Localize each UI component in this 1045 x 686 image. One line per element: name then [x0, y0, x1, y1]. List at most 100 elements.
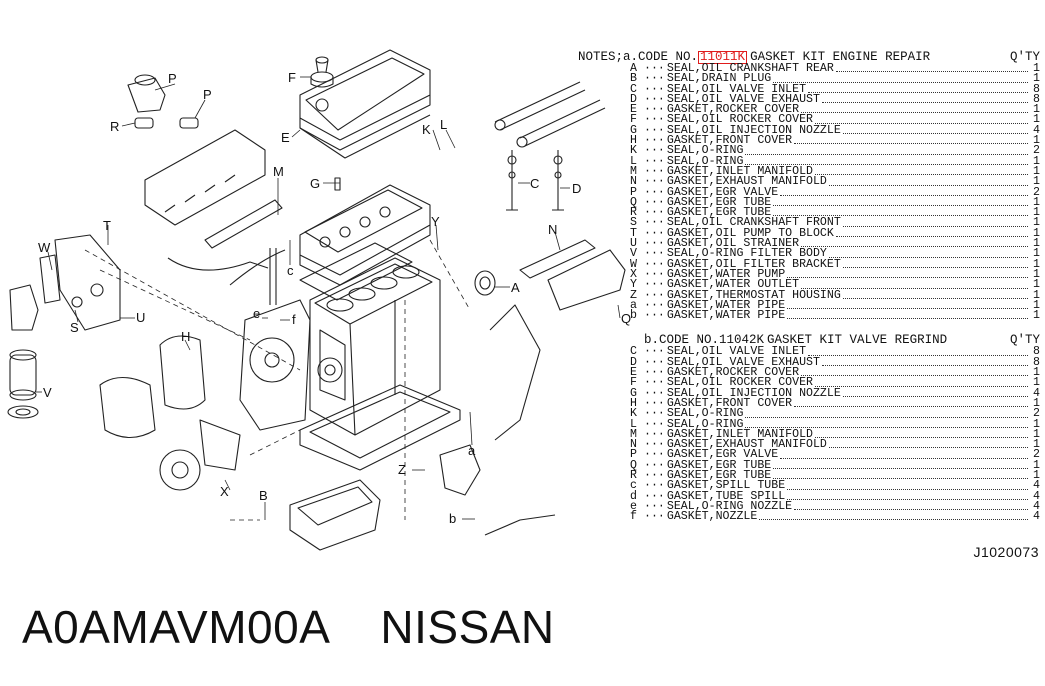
item-leader	[787, 277, 1028, 279]
item-key: f	[630, 510, 637, 524]
item-description: SEAL,O-RING NOZZLE	[666, 499, 793, 513]
item-description: GASKET,EGR TUBE	[666, 195, 772, 209]
item-separator: ···	[644, 468, 665, 482]
item-quantity: 8	[1033, 92, 1040, 106]
item-key: V	[630, 247, 637, 261]
rear-seal-drawing	[474, 270, 496, 296]
item-description: GASKET,EGR VALVE	[666, 185, 779, 199]
item-leader	[842, 133, 1028, 135]
exhaust-manifold-drawing	[519, 239, 626, 311]
item-separator: ···	[644, 92, 665, 106]
kit-b-header: b. CODE NO. 11042K GASKET KIT VALVE REGR…	[578, 333, 1040, 347]
item-description: SEAL,O-RING	[666, 417, 744, 431]
item-separator: ···	[644, 82, 665, 96]
notes-prefix: NOTES;	[578, 50, 624, 64]
item-separator: ···	[644, 257, 665, 271]
item-separator: ···	[644, 298, 665, 312]
item-quantity: 2	[1033, 407, 1040, 421]
callout-C: C	[530, 176, 539, 191]
item-separator: ···	[644, 195, 665, 209]
item-leader	[821, 365, 1028, 367]
item-leader	[773, 478, 1028, 480]
item-quantity: 1	[1033, 458, 1040, 472]
item-key: K	[630, 144, 637, 158]
item-leader	[773, 81, 1028, 83]
item-quantity: 4	[1033, 489, 1040, 503]
item-separator: ···	[644, 206, 665, 220]
kit-b-letter: b.	[644, 333, 660, 348]
engine-block-drawing	[309, 257, 441, 436]
item-description: GASKET,EXHAUST MANIFOLD	[666, 438, 827, 452]
callout-F: F	[288, 70, 296, 85]
item-separator: ···	[644, 417, 665, 431]
item-separator: ···	[644, 123, 665, 137]
item-separator: ···	[644, 407, 665, 421]
item-description: SEAL,DRAIN PLUG	[666, 72, 772, 86]
item-leader	[814, 385, 1028, 387]
item-key: L	[630, 417, 637, 431]
item-leader	[794, 509, 1028, 511]
part-number: A0AMAVM00A	[22, 601, 331, 653]
item-quantity: 1	[1033, 267, 1040, 281]
item-quantity: 1	[1033, 396, 1040, 410]
item-separator: ···	[644, 427, 665, 441]
item-description: SEAL,OIL CRANKSHAFT FRONT	[666, 216, 841, 230]
callout-Y: Y	[431, 214, 440, 229]
item-leader	[821, 102, 1028, 104]
item-separator: ···	[644, 62, 665, 75]
callout-V: V	[43, 385, 52, 400]
list-item: L ···SEAL,O-RING 1	[630, 417, 1040, 431]
item-key: B	[630, 72, 637, 86]
item-leader	[745, 153, 1028, 155]
item-description: GASKET,TUBE SPILL	[666, 489, 786, 503]
item-separator: ···	[644, 288, 665, 302]
item-leader	[773, 467, 1028, 469]
item-leader	[808, 354, 1028, 356]
item-description: GASKET,NOZZLE	[666, 510, 758, 524]
item-key: C	[630, 82, 637, 96]
item-quantity: 2	[1033, 185, 1040, 199]
item-quantity: 1	[1033, 113, 1040, 127]
item-separator: ···	[644, 479, 665, 493]
item-description: GASKET,INLET MANIFOLD	[666, 164, 813, 178]
item-quantity: 1	[1033, 417, 1040, 431]
item-key: c	[630, 479, 637, 493]
item-description: GASKET,EGR TUBE	[666, 458, 772, 472]
item-separator: ···	[644, 438, 665, 452]
item-description: GASKET,ROCKER COVER	[666, 366, 800, 380]
item-leader	[794, 143, 1028, 145]
item-separator: ···	[644, 185, 665, 199]
item-key: H	[630, 396, 637, 410]
item-quantity: 8	[1033, 345, 1040, 359]
item-key: G	[630, 386, 637, 400]
item-separator: ···	[644, 366, 665, 380]
item-separator: ···	[644, 237, 665, 251]
item-leader	[814, 122, 1028, 124]
item-leader	[759, 519, 1028, 521]
item-separator: ···	[644, 489, 665, 503]
callout-L: L	[440, 117, 447, 132]
item-description: GASKET,WATER PUMP	[666, 267, 786, 281]
item-leader	[814, 174, 1028, 176]
callout-labels: F E P P R K L C D G M T Y N W A c e f S …	[38, 70, 631, 526]
